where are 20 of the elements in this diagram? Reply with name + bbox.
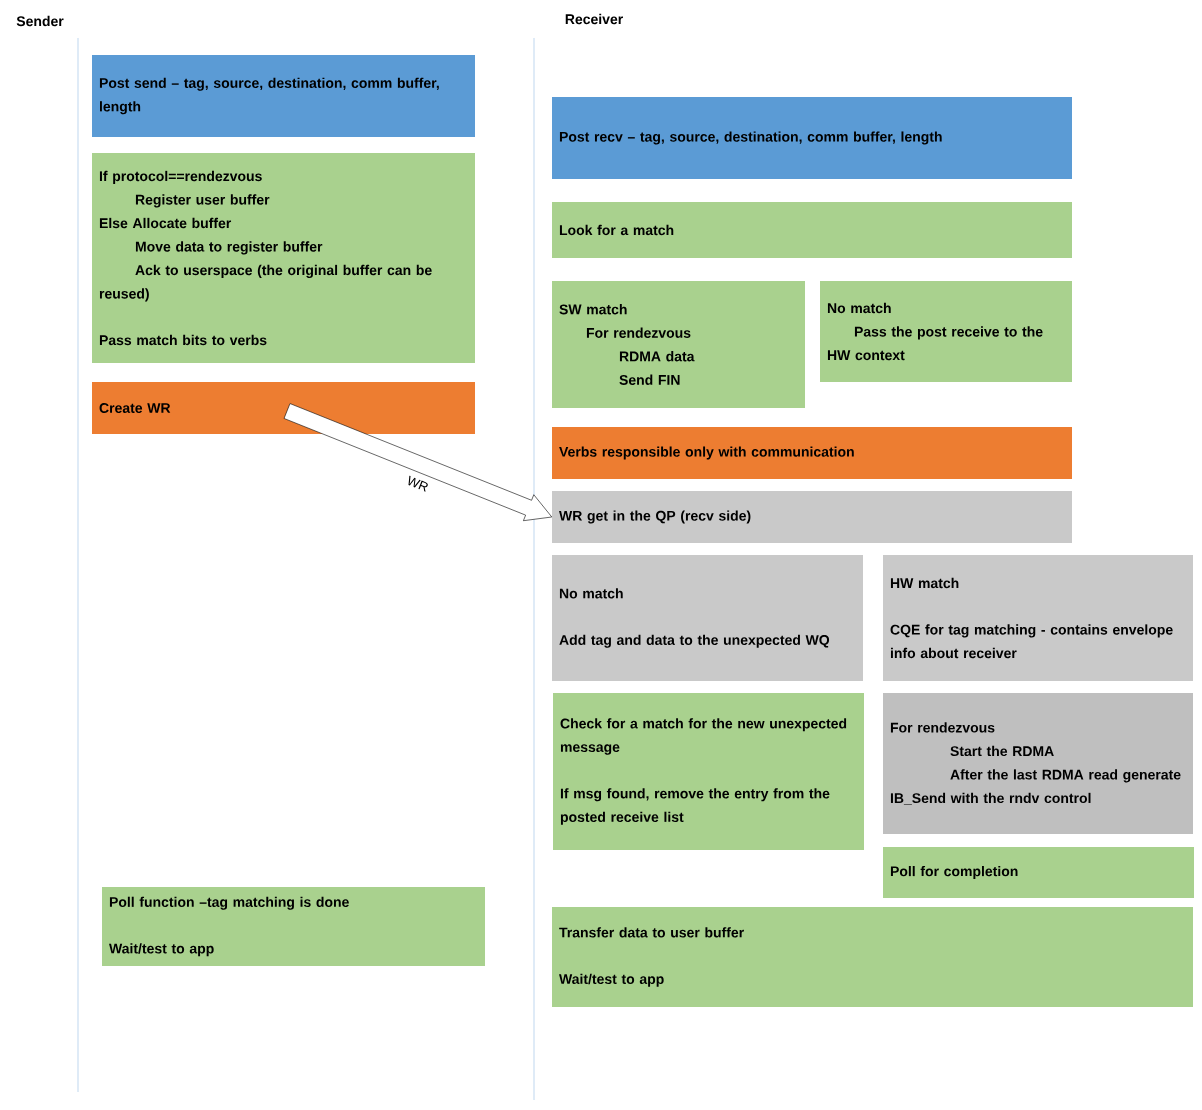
process-box: No match Pass the post receive to the HW context [820,281,1072,382]
edge-label: WR [404,474,431,494]
process-box: If protocol==rendezvous Register user buffer Else Allocate buffer Move data to register buffer Ack to userspace (the original buffer can be reused) Pass match bits to verbs [92,153,475,363]
process-box: No match Add tag and data to the unexpected WQ [552,555,863,681]
process-box: Post send – tag, source, destination, comm buffer, length [92,55,475,137]
process-box: For rendezvous Start the RDMA After the last RDMA read generate IB_Send with the rndv control [883,693,1193,834]
process-box: Poll function –tag matching is done Wait/test to app [102,887,485,966]
process-box: HW match CQE for tag matching - contains envelope info about receiver [883,555,1193,681]
process-box: Create WR [92,382,475,434]
block-arrow [283,403,553,521]
lane-title: Receiver [565,13,623,25]
process-box: WR get in the QP (recv side) [552,491,1072,543]
process-box: Check for a match for the new unexpected message If msg found, remove the entry from the posted receive list [553,693,864,850]
lane-title: Sender [16,15,64,27]
process-box: Look for a match [552,202,1072,258]
process-box: Poll for completion [883,847,1194,898]
process-box: Verbs responsible only with communication [552,427,1072,479]
process-box: Post recv – tag, source, destination, comm buffer, length [552,97,1072,179]
process-box: Transfer data to user buffer Wait/test to app [552,907,1193,1007]
process-box: SW match For rendezvous RDMA data Send FIN [552,281,805,408]
